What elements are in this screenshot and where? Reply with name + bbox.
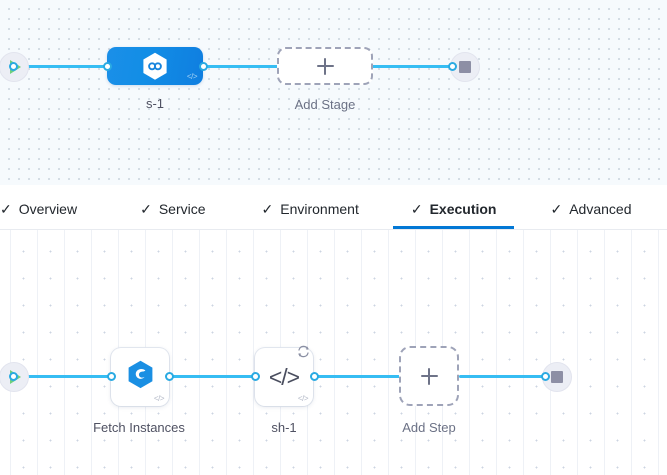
plus-icon	[316, 57, 334, 75]
edge-start-to-stage1	[22, 65, 112, 68]
tab-environment-label: Environment	[280, 201, 359, 217]
check-icon: ✓	[550, 201, 563, 217]
step-sh-1-output-port[interactable]	[310, 372, 319, 381]
stage-start-port[interactable]	[9, 62, 18, 71]
stop-icon	[551, 371, 563, 383]
stage-node-s-1[interactable]: </>	[107, 47, 203, 85]
stop-icon	[459, 61, 471, 73]
step-end-port[interactable]	[541, 372, 550, 381]
code-brackets-icon: </>	[268, 363, 300, 390]
tab-advanced[interactable]: ✓ Advanced	[550, 185, 631, 229]
step-fetch-instances-output-port[interactable]	[165, 372, 174, 381]
plus-icon	[420, 367, 438, 385]
step-fetch-instances-label: Fetch Instances	[93, 420, 185, 435]
stage-node-s-1-output-port[interactable]	[199, 62, 208, 71]
step-sh-1-label: sh-1	[271, 420, 297, 435]
edge-fetch-instances-to-sh-1	[172, 375, 257, 378]
stage-node-s-1-label: s-1	[145, 96, 165, 111]
tab-environment[interactable]: ✓ Environment	[262, 185, 359, 229]
tab-execution[interactable]: ✓ Execution	[392, 185, 515, 229]
step-start-port[interactable]	[9, 372, 18, 381]
edge-stage1-to-addstage	[198, 65, 282, 68]
tab-service-label: Service	[158, 201, 206, 217]
stage-end-port[interactable]	[448, 62, 457, 71]
pipeline-stage-canvas[interactable]: </> s-1 Add Stage	[0, 0, 667, 185]
check-icon: ✓	[0, 201, 12, 217]
stage-node-s-1-input-port[interactable]	[103, 62, 112, 71]
tab-overview-label: Overview	[18, 201, 78, 217]
check-icon: ✓	[261, 201, 274, 217]
step-node-fetch-instances[interactable]: </>	[111, 348, 169, 406]
step-sh-1-input-port[interactable]	[251, 372, 260, 381]
add-stage-label: Add Stage	[294, 97, 356, 112]
add-step-label: Add Step	[402, 420, 456, 435]
stage-config-tab-bar: ✓ Overview ✓ Service ✓ Environment ✓ Exe…	[0, 185, 667, 230]
add-step-button[interactable]	[399, 346, 459, 406]
pipeline-step-canvas[interactable]: </> Fetch Instances </> </> sh-1	[0, 230, 667, 475]
add-stage-button[interactable]	[277, 47, 373, 85]
tab-execution-label: Execution	[429, 201, 497, 217]
harness-hexagon-infinity-icon	[142, 52, 168, 81]
step-code-badge-icon: </>	[297, 394, 309, 403]
tab-overview[interactable]: ✓ Overview	[0, 185, 77, 229]
loop-repeat-icon	[296, 344, 311, 359]
check-icon: ✓	[410, 201, 423, 217]
edge-sh-1-to-add-step	[315, 375, 400, 378]
edge-add-step-to-end	[459, 375, 546, 378]
check-icon: ✓	[140, 201, 152, 217]
stage-code-badge-icon: </>	[186, 72, 198, 81]
tab-service[interactable]: ✓ Service	[140, 185, 205, 229]
step-fetch-instances-input-port[interactable]	[107, 372, 116, 381]
harness-hexagon-swirl-icon	[127, 360, 154, 394]
step-node-sh-1[interactable]: </> </>	[255, 348, 313, 406]
edge-addstage-to-end	[368, 65, 452, 68]
step-code-badge-icon: </>	[153, 394, 165, 403]
edge-start-to-fetch-instances	[22, 375, 114, 378]
tab-advanced-label: Advanced	[569, 201, 632, 217]
